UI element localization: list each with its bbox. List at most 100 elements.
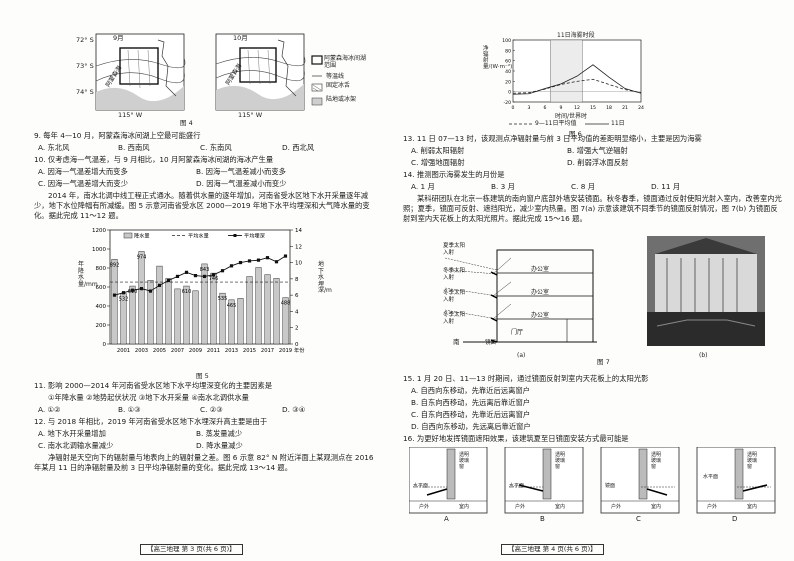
chart5-y2label: 地下水埋深/m xyxy=(318,261,332,294)
q11-option-c[interactable]: C. ②③ xyxy=(200,405,223,414)
x-tick-label: 2007 xyxy=(171,348,184,354)
plot-frame xyxy=(109,229,291,345)
fig7-room-1: 办公室 xyxy=(531,266,550,273)
bar-data-label: 974 xyxy=(137,254,147,260)
chart6-legend-dashed-line xyxy=(509,123,533,125)
q16-d-level: 水平面 xyxy=(703,474,719,480)
q13-option-b[interactable]: B. 增强大气逆辐射 xyxy=(567,146,628,155)
q14-option-b[interactable]: B. 3 月 xyxy=(491,182,515,191)
map2-month: 10月 xyxy=(233,34,248,42)
q10-option-d[interactable]: D. 因海—气温差减小而变少 xyxy=(196,179,287,188)
chart6-title: 11日海雾时段 xyxy=(557,32,595,39)
x-tick-label: 15 xyxy=(590,105,596,110)
q16-a-outdoor: 户外 xyxy=(419,504,430,510)
page-footer-3: 【高三地理 第 3 页(共 6 页)】 xyxy=(140,544,243,555)
depth-point xyxy=(175,274,180,279)
page-3: 72° S 73° S 74° S 9月 阿蒙森海 115° W 10月 阿蒙森… xyxy=(34,33,374,555)
fig7-sub-a: (a) xyxy=(517,352,526,359)
q16-option-b[interactable]: B xyxy=(540,515,545,523)
q16-a-glass: 透明玻璃窗 xyxy=(459,452,470,470)
q11-option-a[interactable]: A. ①② xyxy=(38,405,61,414)
q12-option-d[interactable]: D. 降水量减少 xyxy=(196,441,243,450)
x-tick-label: 2003 xyxy=(135,348,148,354)
q11-option-d[interactable]: D. ③④ xyxy=(282,405,306,414)
y2-tick-label: 14 xyxy=(295,228,302,234)
q13-stem: 13. 11 日 07—13 时，该观测点净辐射量与前 3 日平均值的差距明显缩… xyxy=(403,134,702,143)
x-tick-label: 2011 xyxy=(207,348,220,354)
q14-option-c[interactable]: C. 8 月 xyxy=(571,182,595,191)
y-tick-label: 100 xyxy=(502,38,511,44)
q10-option-c[interactable]: C. 因海—气温差增大而变少 xyxy=(38,179,128,188)
q10-option-a[interactable]: A. 因海—气温差增大而变多 xyxy=(38,167,128,176)
y2-tick-label: 0 xyxy=(295,342,299,348)
depth-point xyxy=(202,274,207,279)
q15-option-c[interactable]: C. 自东向西移动，先靠近后远离窗户 xyxy=(411,410,531,419)
q13-option-c[interactable]: C. 增强地面辐射 xyxy=(411,158,465,167)
q12-option-a[interactable]: A. 地下水开采量增加 xyxy=(38,429,106,438)
q9-option-d[interactable]: D. 西北风 xyxy=(282,143,315,152)
figure-7-caption: 图 7 xyxy=(597,358,610,366)
y2-tick-label: 8 xyxy=(295,277,299,283)
q14-option-d[interactable]: D. 11 月 xyxy=(651,182,681,191)
bar-rainfall xyxy=(147,280,154,345)
map-lat-74: 74° S xyxy=(76,88,94,96)
q16-option-d[interactable]: D xyxy=(732,515,738,523)
q12-option-b[interactable]: B. 蒸发量减少 xyxy=(196,429,243,438)
page-footer-4: 【高三地理 第 4 页(共 6 页)】 xyxy=(501,544,604,555)
map1-month: 9月 xyxy=(113,34,124,42)
q12-stem: 12. 与 2018 年相比，2019 年河南省受水区地下水埋深升高主要是由于 xyxy=(34,417,268,426)
y-tick-label: 400 xyxy=(96,304,107,310)
q12-option-c[interactable]: C. 南水北调输水量减少 xyxy=(38,441,114,450)
figure-4-caption: 图 4 xyxy=(180,119,193,127)
y-tick-label: 0 xyxy=(103,342,107,348)
figure-7b-photo xyxy=(647,236,765,346)
depth-point xyxy=(274,260,279,264)
y2-tick-label: 10 xyxy=(295,261,302,267)
bar-data-label: 892 xyxy=(110,262,120,268)
q15-option-b[interactable]: B. 自东向西移动，先远离后靠近窗户 xyxy=(411,398,531,407)
q9-option-a[interactable]: A. 东北风 xyxy=(38,143,70,152)
bar-rainfall xyxy=(282,297,289,345)
bar-rainfall xyxy=(174,288,181,345)
bar-data-label: 843 xyxy=(200,267,210,273)
legend-isotherm: 等温线 xyxy=(326,73,345,80)
q13-option-d[interactable]: D. 削弱浮冰面反射 xyxy=(567,158,629,167)
x-tick-label: 18 xyxy=(606,105,612,110)
q11-stem: 11. 影响 2000—2014 年河南省受水区地下水平均埋深变化的主要因素是 xyxy=(34,381,273,390)
bar-rainfall xyxy=(210,272,217,345)
q16-b-outdoor: 户外 xyxy=(515,504,526,510)
fog-period-band xyxy=(550,39,583,103)
intro-11-12: 2014 年，南水北调中线工程正式通水。随着供水量的逐年增加，河南省受水区地下水… xyxy=(34,191,370,221)
y-tick-label: 1000 xyxy=(92,247,106,253)
q16-d-glass: 透明玻璃窗 xyxy=(747,452,758,470)
q13-option-a[interactable]: A. 削弱太阳辐射 xyxy=(411,146,465,155)
map1-lon: 115° W xyxy=(118,111,143,119)
q9-option-b[interactable]: B. 西南风 xyxy=(118,143,150,152)
q16-option-c[interactable]: C xyxy=(636,515,641,523)
q16-c-outdoor: 户外 xyxy=(611,504,622,510)
chart6-legend-solid-line xyxy=(585,123,609,125)
q16-d-indoor: 室内 xyxy=(747,504,758,510)
q16-option-a[interactable]: A xyxy=(444,515,449,523)
depth-point xyxy=(112,293,117,297)
x-tick-label: 12 xyxy=(574,105,580,110)
x-tick-label: 6 xyxy=(544,105,547,110)
fig7-room-3: 办公室 xyxy=(531,312,550,319)
legend-polynya: 阿蒙森海冰间湖范围 xyxy=(324,55,367,69)
q15-option-d[interactable]: D. 自西向东移动，先远离后靠近窗户 xyxy=(411,422,531,431)
q16-a-level: 水平面 xyxy=(413,483,429,489)
q16-b-level: 水平面 xyxy=(509,483,525,489)
q16-panels xyxy=(409,447,776,514)
bar-rainfall xyxy=(192,290,199,345)
q14-option-a[interactable]: A. 1 月 xyxy=(411,182,435,191)
y-tick-label: 200 xyxy=(96,323,107,329)
q15-option-a[interactable]: A. 自西向东移动，先靠近后远离窗户 xyxy=(411,386,530,395)
q11-option-b[interactable]: B. ①③ xyxy=(118,405,141,414)
x-tick-label: 2019 xyxy=(279,348,292,354)
q10-option-b[interactable]: B. 因海—气温差减小而变多 xyxy=(196,167,286,176)
legend-marker-depth xyxy=(233,234,237,237)
fig7-sun-summer: 夏季太阳入射 xyxy=(443,243,466,256)
q9-option-c[interactable]: C. 东南风 xyxy=(200,143,232,152)
q16-b-glass: 透明玻璃窗 xyxy=(555,452,566,470)
bar-data-label: 610 xyxy=(128,289,138,295)
